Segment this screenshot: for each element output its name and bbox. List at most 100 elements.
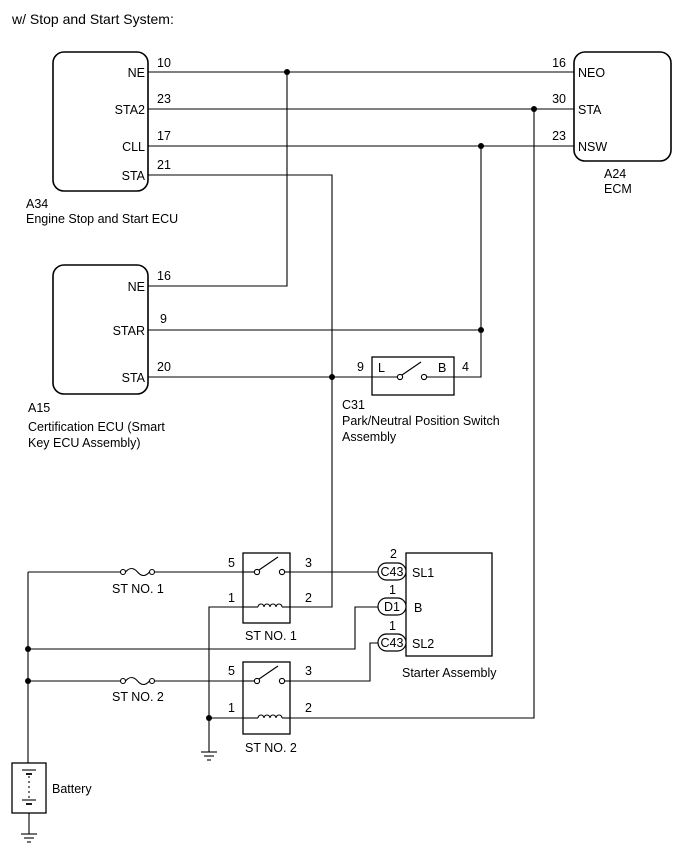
fuse-icon: [125, 567, 150, 577]
fuse2-label: ST NO. 2: [112, 690, 164, 704]
relay2-pin-5: 5: [228, 664, 235, 678]
junction-dots: [25, 69, 537, 721]
a34-pin-number: 23: [157, 92, 171, 106]
connector-label: D1: [384, 600, 400, 614]
a34-pin-number: 17: [157, 129, 171, 143]
connector-label: C43: [381, 636, 404, 650]
junction-dot: [25, 646, 31, 652]
fuse-st-no-2: ST NO. 2: [112, 676, 164, 704]
a15-name-line2: Key ECU Assembly): [28, 436, 141, 450]
starter-pin-number: 2: [390, 547, 397, 561]
a24-code: A24: [604, 167, 626, 181]
relay-blade: [258, 665, 279, 680]
switch-contact: [420, 373, 428, 381]
relay-st-no-1: 5 3 1 2 ST NO. 1: [228, 552, 312, 643]
a15-pin-sta: STA: [122, 371, 146, 385]
c31-code: C31: [342, 398, 365, 412]
relay2-pin-2: 2: [305, 701, 312, 715]
c31-pin-number: 4: [462, 360, 469, 374]
relay2-label: ST NO. 2: [245, 741, 297, 755]
wire-starter-b: [28, 606, 378, 650]
a24-box: [573, 51, 672, 162]
a15-box: [52, 264, 149, 395]
relay2-pin-3: 3: [305, 664, 312, 678]
a24-pin-neo: NEO: [578, 66, 605, 80]
relay2-box: [242, 661, 291, 735]
a34-pin-cll: CLL: [122, 140, 145, 154]
starter-pin-sl2: SL2: [412, 637, 434, 651]
fuse-terminal: [148, 677, 156, 685]
fuse-icon: [125, 676, 150, 686]
fuse-terminal: [119, 568, 127, 576]
wire-ecm-sta-branch: [290, 109, 535, 719]
fuse1-label: ST NO. 1: [112, 582, 164, 596]
relay1-pin-1: 1: [228, 591, 235, 605]
relay1-box: [242, 552, 291, 624]
a34-pin-number: 10: [157, 56, 171, 70]
a15-name-line1: Certification ECU (Smart: [28, 420, 165, 434]
junction-dot: [478, 143, 484, 149]
a24-pin-number: 23: [552, 129, 566, 143]
c31-name-line2: Assembly: [342, 430, 397, 444]
battery-label: Battery: [52, 782, 92, 796]
a24-pin-nsw: NSW: [578, 140, 607, 154]
c31-pin-l: L: [378, 361, 385, 375]
c31-pin-number: 9: [357, 360, 364, 374]
a34-engine-stop-start-ecu: NE STA2 CLL STA 10 23 17 21 A34 Engine S…: [26, 51, 178, 226]
junction-dot: [284, 69, 290, 75]
relay-contact: [278, 568, 286, 576]
relay-coil-icon: [257, 603, 283, 608]
relay1-pin-2: 2: [305, 591, 312, 605]
connector-c43-sl1: [377, 562, 407, 581]
a15-pin-star: STAR: [113, 324, 145, 338]
wire-sl2: [290, 642, 378, 682]
junction-dot: [25, 678, 31, 684]
relay-blade: [258, 556, 279, 571]
starter-pin-sl1: SL1: [412, 566, 434, 580]
wire-a34-sta: [148, 174, 333, 608]
switch-contact: [396, 373, 404, 381]
a24-pin-number: 30: [552, 92, 566, 106]
a15-pin-number: 20: [157, 360, 171, 374]
a24-ecm: NEO STA NSW 16 30 23 A24 ECM: [552, 51, 672, 196]
starter-pin-number: 1: [389, 619, 396, 633]
starter-assembly: C43 D1 C43 SL1 B SL2 2 1 1 Starter Assem…: [377, 547, 497, 680]
relay-contact: [278, 677, 286, 685]
relay-st-no-2: 5 3 1 2 ST NO. 2: [228, 661, 312, 755]
junction-dot: [478, 327, 484, 333]
fuse-st-no-1: ST NO. 1: [112, 567, 164, 596]
a24-name: ECM: [604, 182, 632, 196]
junction-dot: [329, 374, 335, 380]
a34-code: A34: [26, 197, 48, 211]
ground-icon: [201, 751, 217, 761]
connector-label: C43: [381, 565, 404, 579]
c31-box: [371, 356, 455, 396]
relay-coil-icon: [257, 714, 283, 719]
starter-name: Starter Assembly: [402, 666, 497, 680]
junction-dot: [531, 106, 537, 112]
connector-c43-sl2: [377, 633, 407, 652]
relay1-pin-5: 5: [228, 556, 235, 570]
a34-pin-ne: NE: [128, 66, 145, 80]
relay1-label: ST NO. 1: [245, 629, 297, 643]
a15-certification-ecu: NE STAR STA 16 9 20 A15 Certification EC…: [28, 264, 171, 450]
a24-pin-sta: STA: [578, 103, 602, 117]
a34-pin-sta2: STA2: [115, 103, 145, 117]
relay-contact: [253, 677, 261, 685]
wire-nsw-branch: [454, 146, 482, 378]
relay2-pin-1: 1: [228, 701, 235, 715]
a34-pin-number: 21: [157, 158, 171, 172]
a15-code: A15: [28, 401, 50, 415]
battery: Battery: [11, 762, 92, 843]
relay1-pin-3: 3: [305, 556, 312, 570]
relay-contact: [253, 568, 261, 576]
junction-dot: [206, 715, 212, 721]
fuse-terminal: [148, 568, 156, 576]
diagram-title: w/ Stop and Start System:: [11, 11, 174, 27]
a24-pin-number: 16: [552, 56, 566, 70]
wire-ne-branch: [148, 72, 288, 287]
starter-pin-b: B: [414, 601, 422, 615]
fuse-terminal: [119, 677, 127, 685]
connector-d1-b: [377, 597, 407, 616]
